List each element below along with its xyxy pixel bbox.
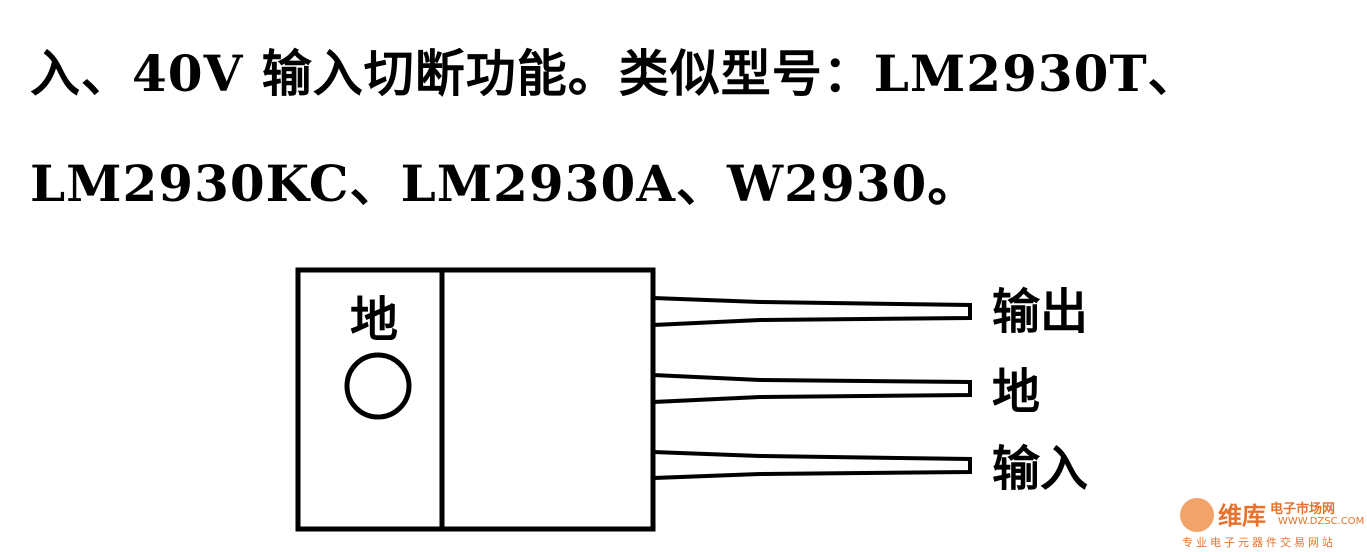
pin-output-lead (651, 295, 972, 328)
pin-ground-lead (651, 372, 972, 405)
description-line-2: LM2930KC、LM2930A、W2930。 (30, 154, 979, 213)
pin-input-lead (651, 449, 972, 481)
pin-label-input: 输入 (992, 441, 1088, 497)
pin-label-ground: 地 (992, 364, 1040, 420)
watermark-domain: WWW.DZSC.COM (1278, 516, 1365, 527)
pin-label-output: 输出 (992, 284, 1088, 340)
watermark-title: 维库 (1218, 502, 1266, 530)
watermark-logo-icon (1180, 498, 1214, 532)
watermark-title-suffix: 电子市场网 (1270, 502, 1336, 517)
tab-label: 地 (350, 292, 398, 348)
mounting-hole (344, 352, 412, 420)
watermark-subtitle: 专业电子元器件交易网站 (1182, 536, 1336, 549)
description-line-1: 入、40V 输入切断功能。类似型号：LM2930T、 (30, 44, 1199, 103)
watermark: 维库 电子市场网 WWW.DZSC.COM 专业电子元器件交易网站 (1180, 496, 1364, 550)
